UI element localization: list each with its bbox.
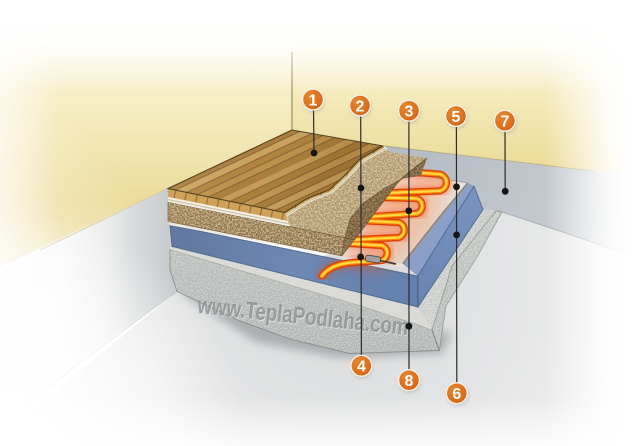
svg-text:3: 3	[405, 104, 414, 121]
svg-text:2: 2	[356, 98, 365, 115]
svg-text:8: 8	[405, 373, 414, 390]
svg-text:5: 5	[452, 109, 461, 126]
svg-text:6: 6	[452, 386, 461, 403]
svg-text:4: 4	[357, 359, 366, 376]
svg-text:7: 7	[500, 114, 509, 131]
svg-text:1: 1	[309, 92, 318, 109]
